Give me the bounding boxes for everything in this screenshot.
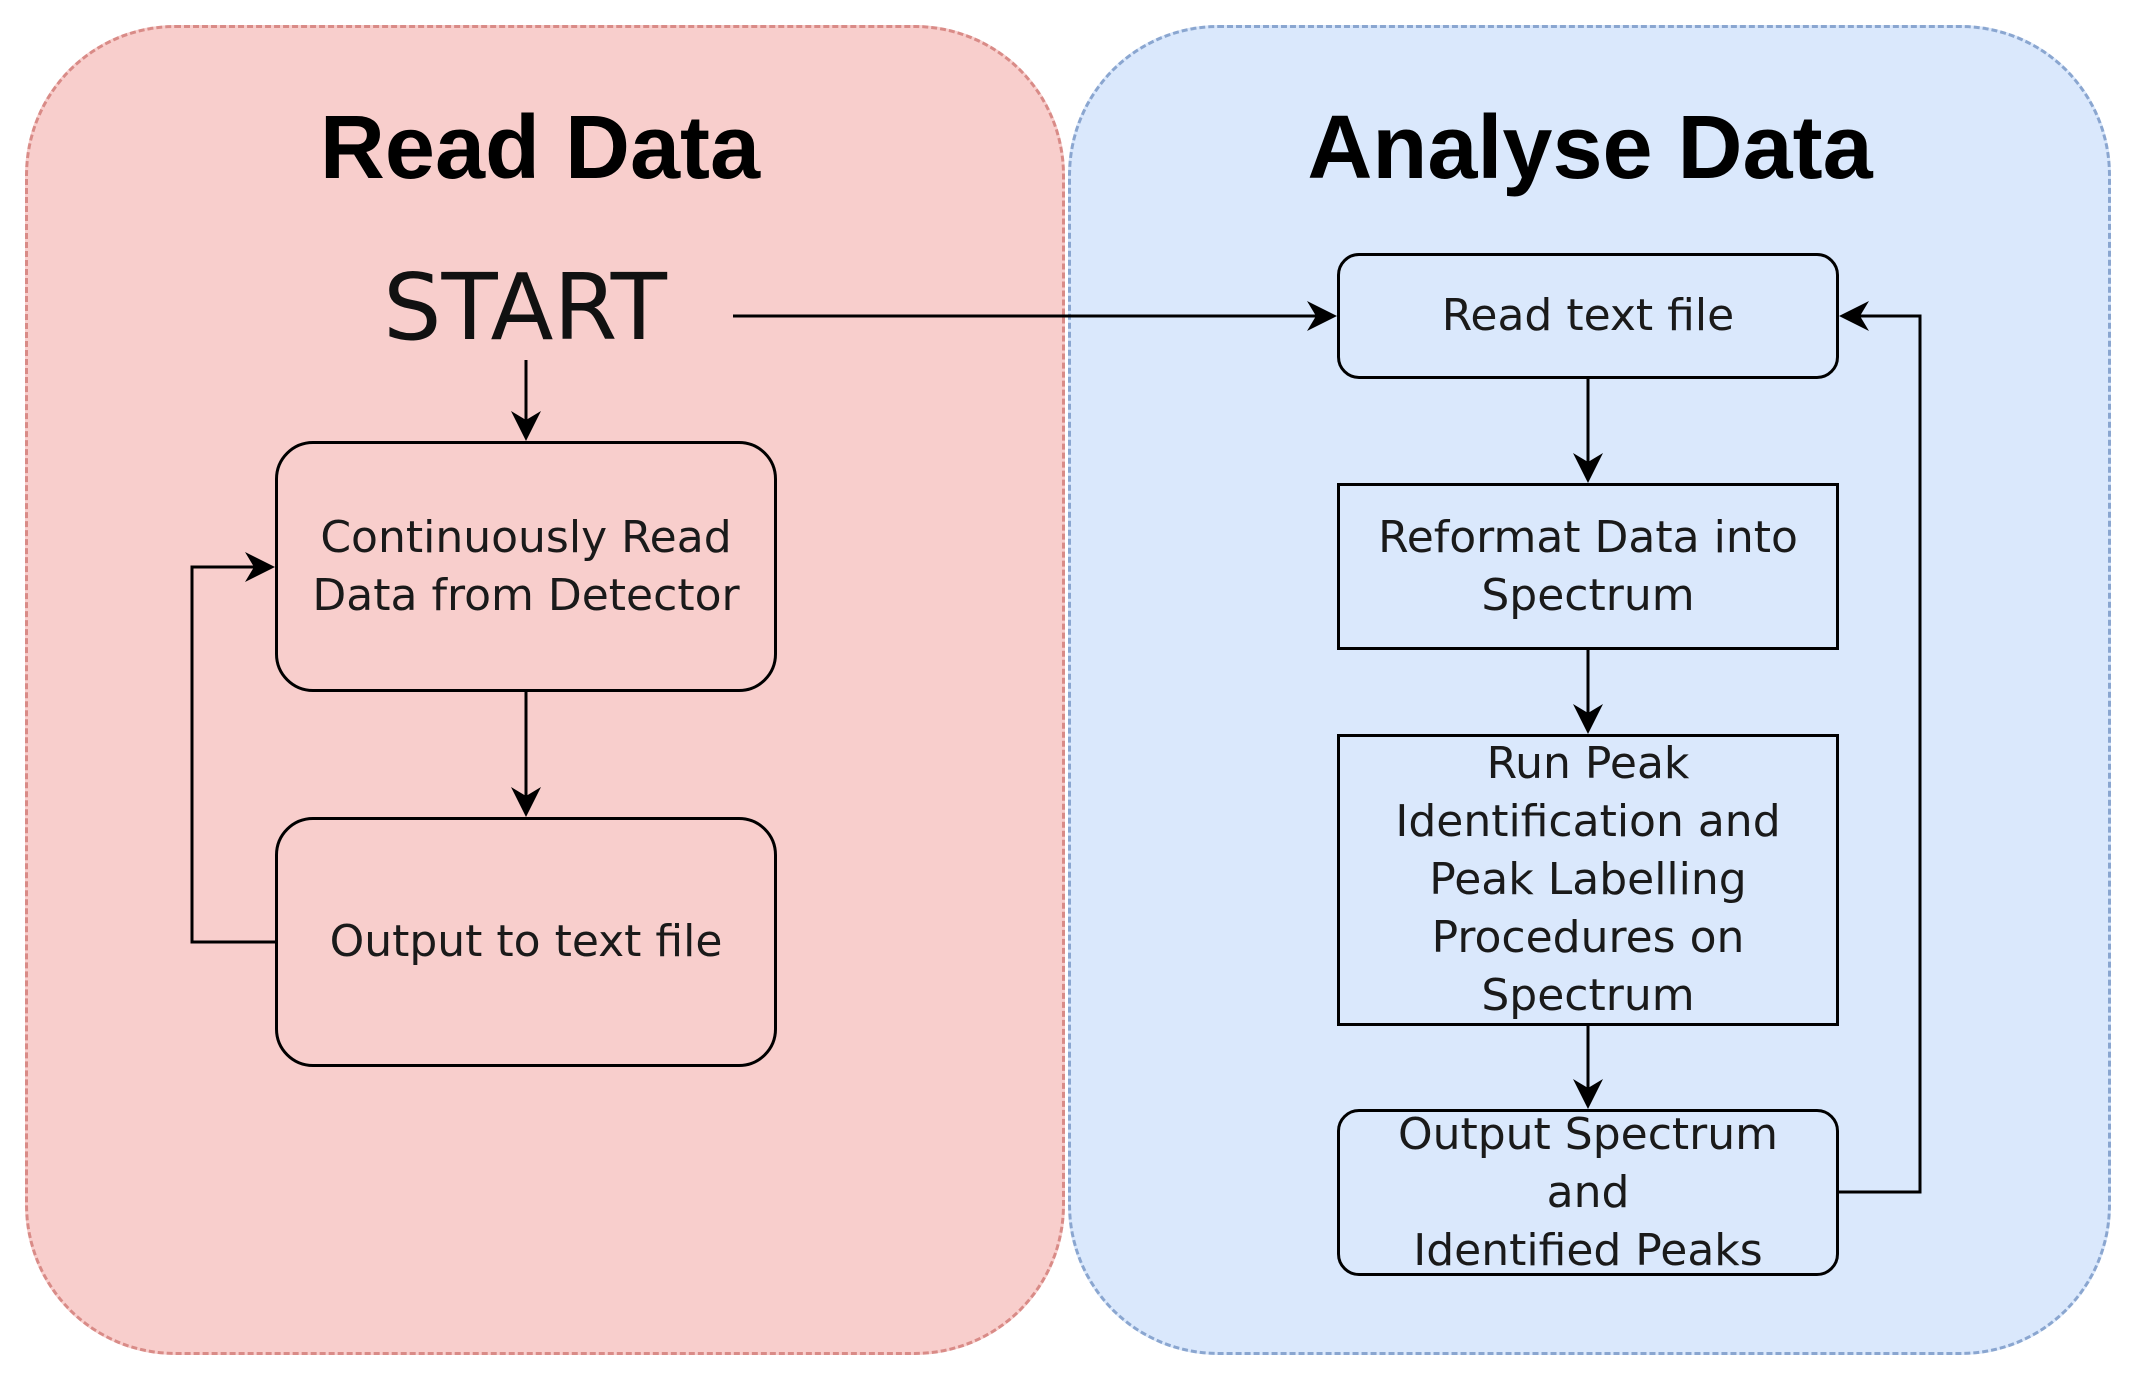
output-loop-back-arrow [190, 552, 275, 944]
reformat-data-label: Reformat Data into Spectrum [1378, 511, 1798, 621]
analyse-data-title: Analyse Data [1307, 98, 1873, 198]
output-spectrum-node[interactable]: Output Spectrum and Identified Peaks [1337, 1109, 1839, 1276]
output-to-text-file-node[interactable]: Output to text file [275, 817, 777, 1067]
continuously-read-label: Continuously Read Data from Detector [312, 511, 740, 621]
read-text-file-node[interactable]: Read text file [1337, 253, 1839, 379]
output-spectrum-loop-arrow [1839, 301, 1922, 1194]
reformat-data-node[interactable]: Reformat Data into Spectrum [1337, 483, 1839, 650]
output-spectrum-label: Output Spectrum and Identified Peaks [1397, 1108, 1779, 1276]
read-data-title: Read Data [319, 98, 761, 198]
read-text-file-label: Read text file [1441, 290, 1735, 341]
start-label: START [383, 254, 667, 361]
output-to-text-file-label: Output to text file [329, 916, 723, 967]
continuously-read-node[interactable]: Continuously Read Data from Detector [275, 441, 777, 692]
run-peak-identification-label: Run Peak Identification and Peak Labelli… [1395, 738, 1781, 1021]
run-peak-identification-node[interactable]: Run Peak Identification and Peak Labelli… [1337, 734, 1839, 1026]
